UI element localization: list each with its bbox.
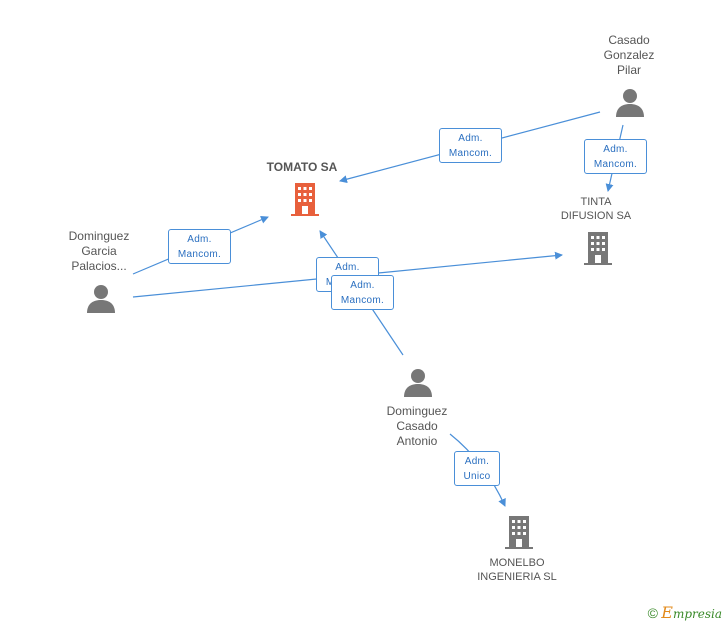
company-label-tomato[interactable]: TOMATO SA [266, 160, 338, 174]
person-label-dominguez-garcia[interactable]: Dominguez Garcia Palacios... [68, 229, 130, 273]
person-icon[interactable] [615, 87, 645, 117]
building-icon[interactable] [582, 230, 614, 266]
relation-badge[interactable]: Adm. Mancom. [439, 128, 502, 163]
person-label-casado[interactable]: Casado Gonzalez Pilar [603, 33, 655, 77]
person-icon[interactable] [403, 367, 433, 397]
company-label-tinta[interactable]: TINTA DIFUSION SA [560, 196, 632, 222]
relation-badge[interactable]: Adm. Mancom. [584, 139, 647, 174]
person-icon[interactable] [86, 283, 116, 313]
person-label-dominguez-casado[interactable]: Dominguez Casado Antonio [386, 404, 448, 448]
relation-badge[interactable]: Adm. Mancom. [168, 229, 231, 264]
relation-badge[interactable]: Adm. Mancom. [331, 275, 394, 310]
building-icon[interactable] [503, 514, 535, 550]
brand-name: mpresia [672, 607, 722, 621]
copyright-symbol: © [647, 605, 658, 621]
brand-logo: © Empresia [648, 603, 722, 622]
relation-badge[interactable]: Adm. Unico [454, 451, 500, 486]
brand-initial: E [661, 603, 673, 622]
company-label-monelbo[interactable]: MONELBO INGENIERIA SL [477, 557, 557, 583]
building-icon[interactable] [289, 181, 321, 217]
